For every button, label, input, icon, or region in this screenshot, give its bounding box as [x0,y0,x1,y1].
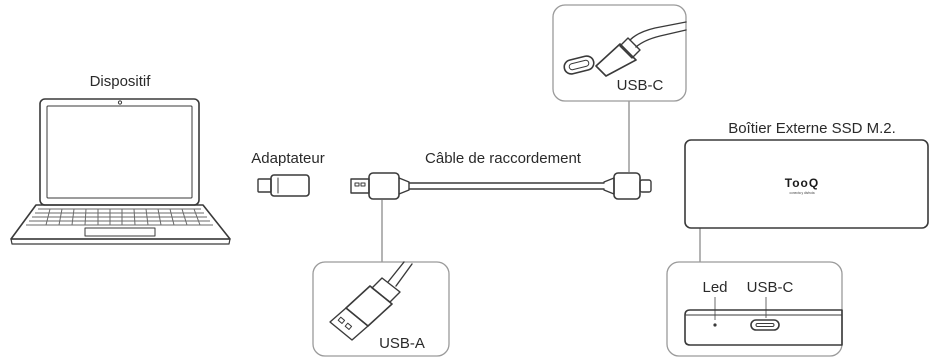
keyboard-icon [26,208,213,226]
usb-cable-icon: Câble de raccordement [350,150,652,200]
usb-c-plug-icon [563,21,687,77]
usb-c-port-label: USB-C [747,279,794,296]
enclosure-label: Boîtier Externe SSD M.2. [728,120,896,137]
usb-c-adapter-icon: Adaptateur [251,150,325,197]
device-label: Dispositif [90,73,152,90]
led-label: Led [702,279,727,296]
led-indicator-icon [713,323,717,327]
brand-tagline: conecta y disfruta [790,191,815,195]
brand-logo: TooQ [785,176,819,190]
adapter-label: Adaptateur [251,150,324,167]
usb-a-plug-icon [329,261,413,341]
usb-a-label: USB-A [379,335,425,352]
enclosure-ports-callout: Led USB-C [666,261,843,357]
usb-a-callout: USB-A [312,261,450,357]
ssd-enclosure-icon: Boîtier Externe SSD M.2. TooQ conecta y … [684,120,929,229]
laptop-icon: Dispositif [10,73,231,245]
usb-c-port-icon [750,319,780,331]
usb-c-top-label: USB-C [617,77,664,94]
cable-label: Câble de raccordement [425,150,582,167]
usb-c-callout: USB-C [552,4,687,102]
